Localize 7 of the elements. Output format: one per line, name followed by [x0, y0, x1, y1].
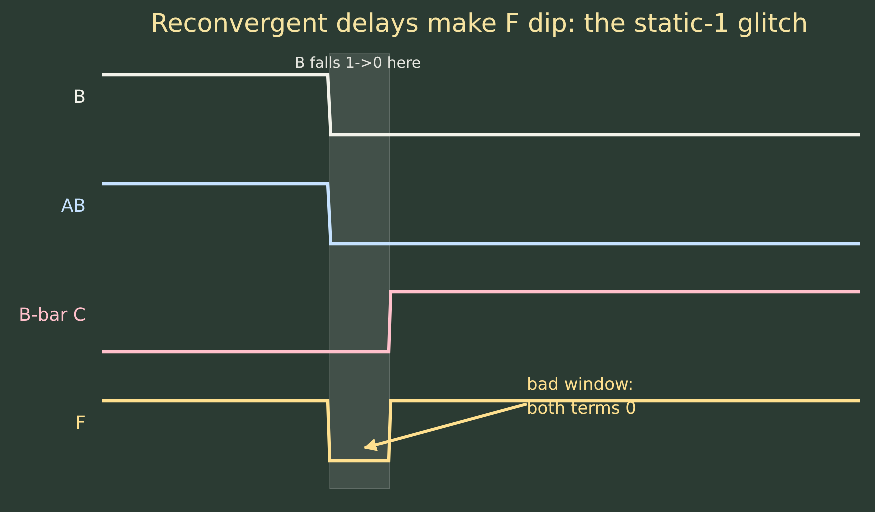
signal-label: AB	[61, 196, 86, 218]
arrow	[364, 402, 528, 452]
signal-label: F	[76, 413, 86, 435]
signal-label: B-bar C	[19, 305, 86, 327]
window-note: B falls 1->0 here	[295, 54, 422, 72]
signal-label: B	[74, 87, 86, 109]
diagram-title: Reconvergent delays make F dip: the static-1 glitch	[151, 9, 808, 40]
